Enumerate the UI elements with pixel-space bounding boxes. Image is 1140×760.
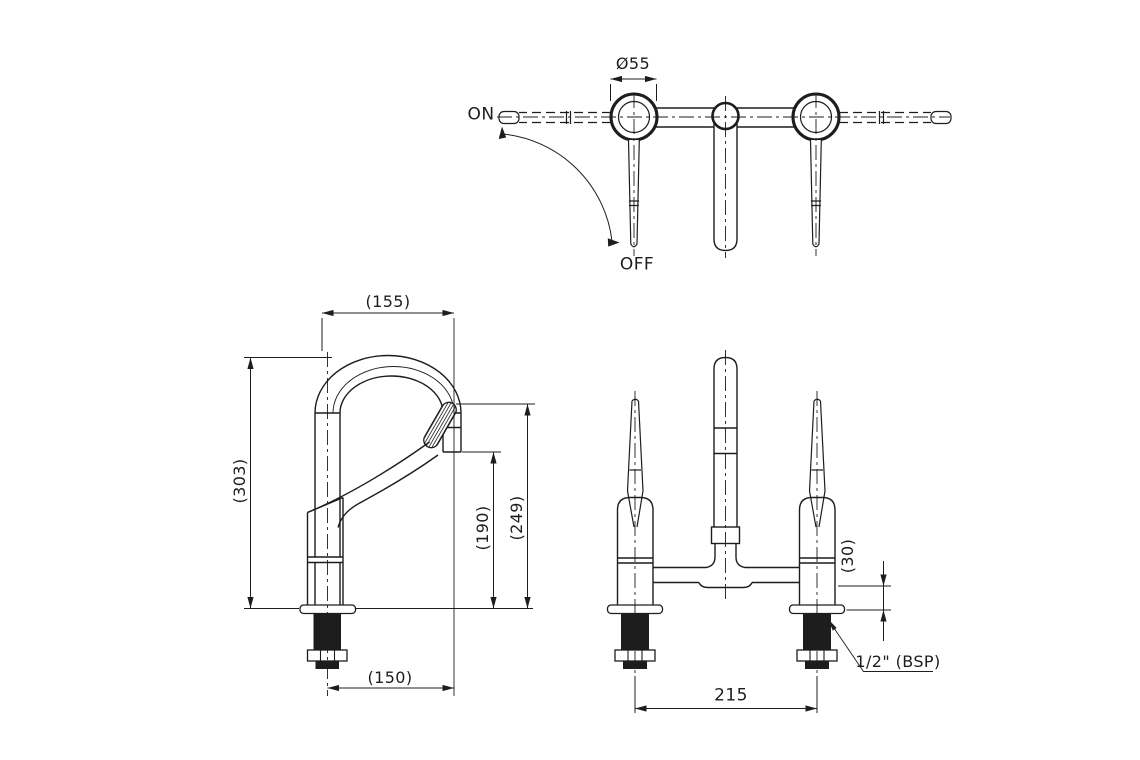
plan-centerlines	[497, 93, 950, 258]
on-label: ON	[467, 104, 495, 125]
dim-hole-centres	[634, 676, 818, 713]
dim-label-handle-top-height: (249)	[507, 495, 526, 541]
off-label: OFF	[619, 254, 655, 275]
plan-view	[497, 75, 952, 258]
dim-spout-reach-base	[327, 684, 454, 692]
handle-swing-arc	[498, 126, 620, 247]
dim-label-handle-diameter: Ø55	[615, 54, 651, 73]
dim-label-spout-reach-top: (155)	[365, 292, 411, 311]
dim-spout-reach-top	[321, 309, 454, 351]
handle-grip	[423, 401, 457, 449]
dim-label-spout-reach-base: (150)	[367, 668, 413, 687]
dim-label-base-clearance: (30)	[838, 538, 857, 574]
dim-label-hole-centres: 215	[714, 685, 748, 706]
dim-overall-height	[244, 357, 332, 609]
dim-outlet-height	[462, 451, 501, 609]
dim-label-outlet-height: (190)	[473, 505, 492, 551]
bridge-pipe	[653, 543, 800, 589]
thread-size-label: 1/2" (BSP)	[855, 652, 941, 671]
dim-handle-diameter	[610, 75, 657, 101]
dim-base-clearance	[838, 561, 891, 641]
lever-on-right	[839, 110, 952, 125]
lever-arm	[307, 441, 430, 514]
dim-handle-top-height	[456, 403, 535, 609]
thread-leader	[827, 618, 933, 672]
lever-off-right	[809, 139, 822, 248]
front-view	[606, 350, 933, 713]
dim-label-overall-height: (303)	[230, 458, 249, 504]
side-view	[244, 309, 535, 696]
lever-on-left	[498, 110, 611, 125]
front-centerlines	[634, 350, 818, 694]
